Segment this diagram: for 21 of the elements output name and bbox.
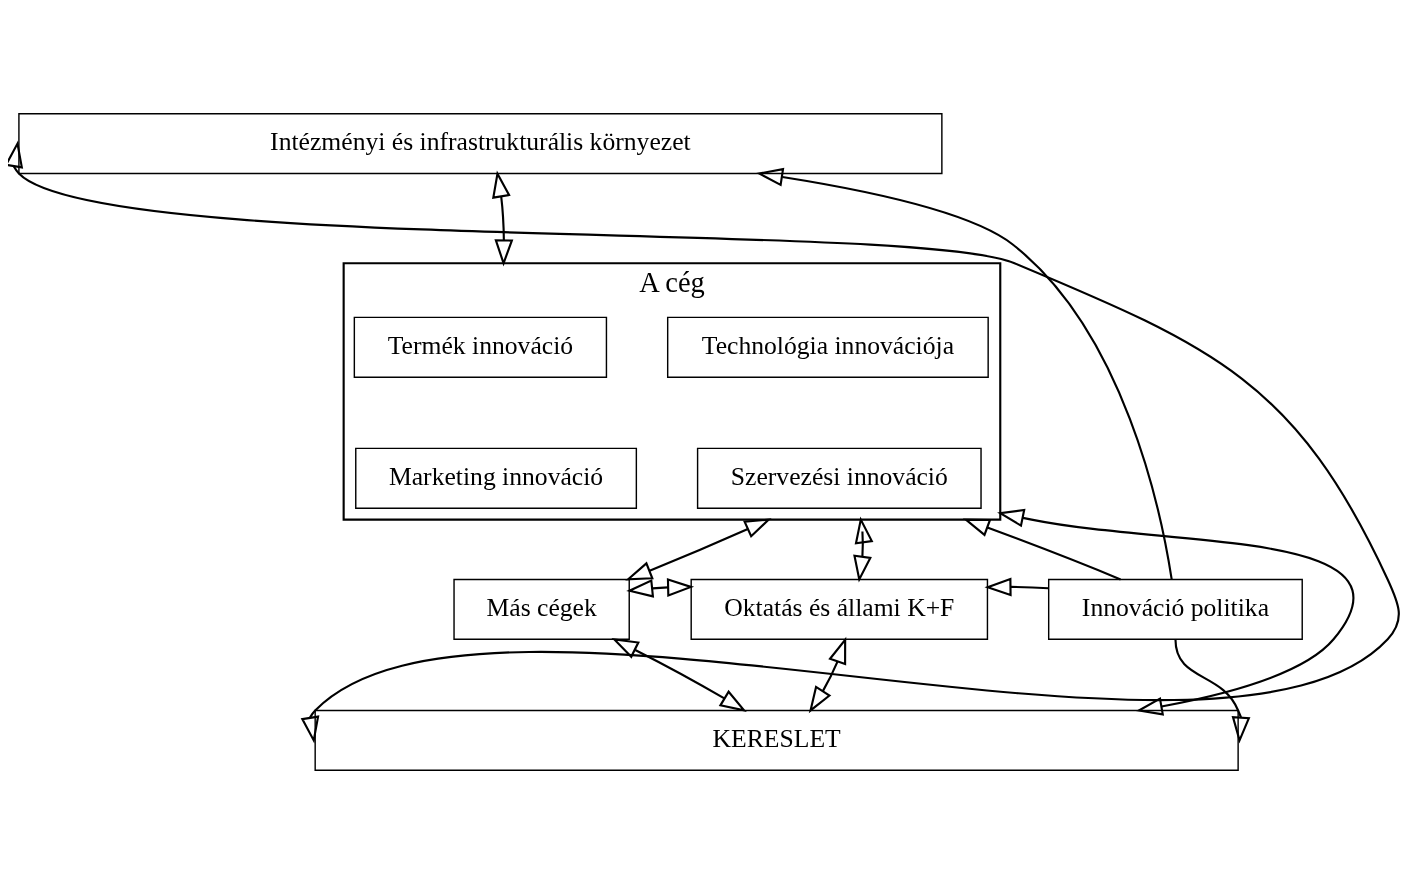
node-box: Oktatás és állami K+F <box>690 578 989 640</box>
node-box: Termék innováció <box>353 316 608 378</box>
arrow <box>997 508 1354 716</box>
arrow <box>492 170 514 266</box>
arrow <box>756 167 1173 580</box>
node-box: Technológia innovációja <box>667 316 989 378</box>
arrow <box>611 637 747 712</box>
arrow <box>808 636 847 713</box>
node-box: Marketing innováció <box>355 447 638 509</box>
arrow <box>853 515 874 583</box>
arrow <box>626 577 695 598</box>
node-box: Innováció politika <box>1048 578 1303 640</box>
arrow <box>984 576 1049 596</box>
arrow <box>625 517 772 580</box>
arrow <box>1174 638 1251 744</box>
arrow <box>8 139 1400 744</box>
node-box: KERESLET <box>314 709 1239 771</box>
node-box: Intézményi és infrastrukturális környezet <box>18 112 943 174</box>
node-box: Szervezési innováció <box>696 447 982 509</box>
node-box: Más cégek <box>453 578 630 640</box>
arrow <box>962 518 1121 580</box>
